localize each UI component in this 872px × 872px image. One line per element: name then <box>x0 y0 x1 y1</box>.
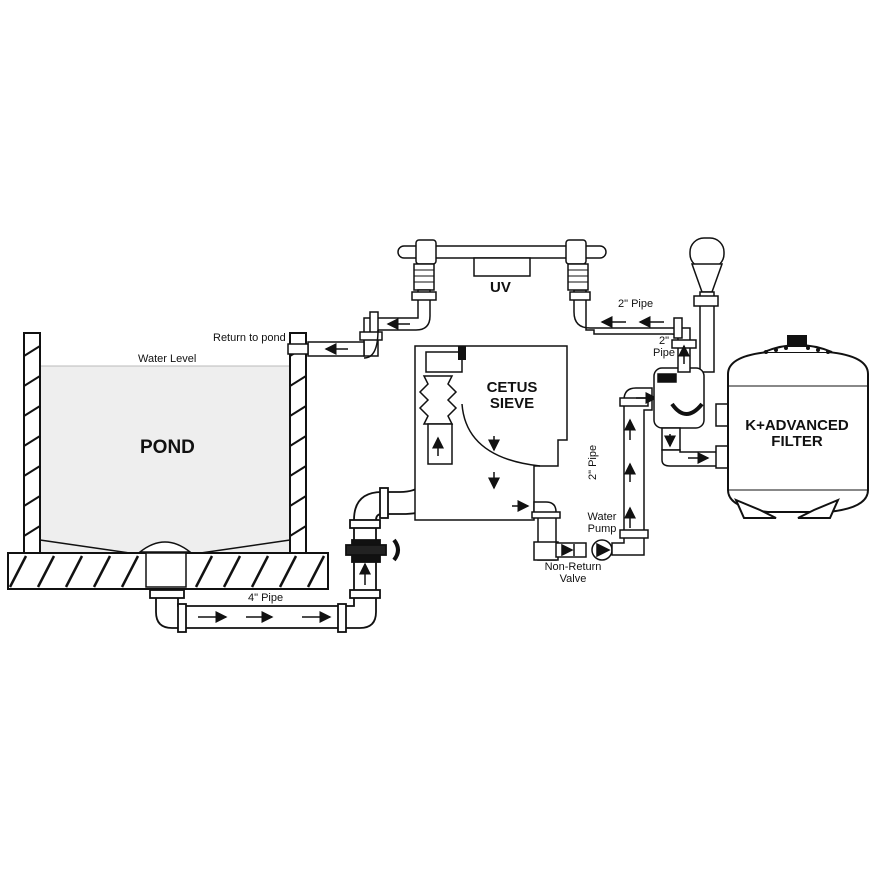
filter-label: K+ADVANCED FILTER <box>742 418 852 450</box>
pond-water <box>40 366 290 552</box>
filter-vessel <box>727 335 869 519</box>
valve-handle <box>392 538 400 562</box>
non-return-valve-label: Non-Return Valve <box>538 561 608 585</box>
pipe-2in-side-line1: 2" <box>658 335 670 347</box>
pipe-2in-side-label: 2" Pipe <box>652 335 676 359</box>
uv-label: UV <box>490 279 511 296</box>
pipe-uv-to-pond <box>287 289 437 359</box>
return-to-pond-label: Return to pond <box>213 332 286 344</box>
cetus-sieve-label-line1: CETUS <box>486 379 538 396</box>
pipe-2in-side-line2: Pipe <box>652 346 676 359</box>
pond-right-wall <box>289 332 307 554</box>
pond <box>7 332 329 590</box>
filter-label-line1: K+ADVANCED <box>745 417 849 434</box>
cetus-sieve-label: CETUS SIEVE <box>484 380 540 412</box>
bottom-drain <box>137 541 193 553</box>
non-return-label-line2: Valve <box>559 572 587 585</box>
water-pump-label: Water Pump <box>580 511 624 535</box>
water-pump-label-line2: Pump <box>587 522 617 535</box>
non-return-label-line1: Non-Return <box>544 561 602 573</box>
multiport-valve <box>653 237 731 469</box>
pipe-2in-vertical-label: 2" Pipe <box>587 444 599 480</box>
cetus-sieve <box>414 345 568 521</box>
cetus-sieve-label-line2: SIEVE <box>489 394 535 412</box>
pond-label: POND <box>140 437 195 458</box>
uv-unit <box>397 239 607 291</box>
filter-label-line2: FILTER <box>771 432 823 450</box>
pond-left-wall <box>23 332 41 554</box>
pipe-2in-to-uv <box>569 289 697 373</box>
water-level-label: Water Level <box>138 353 197 365</box>
water-pump-label-line1: Water <box>587 511 617 523</box>
pipe-2in-top-label: 2" Pipe <box>618 298 654 310</box>
pipe-4in-label: 4" Pipe <box>248 592 284 604</box>
